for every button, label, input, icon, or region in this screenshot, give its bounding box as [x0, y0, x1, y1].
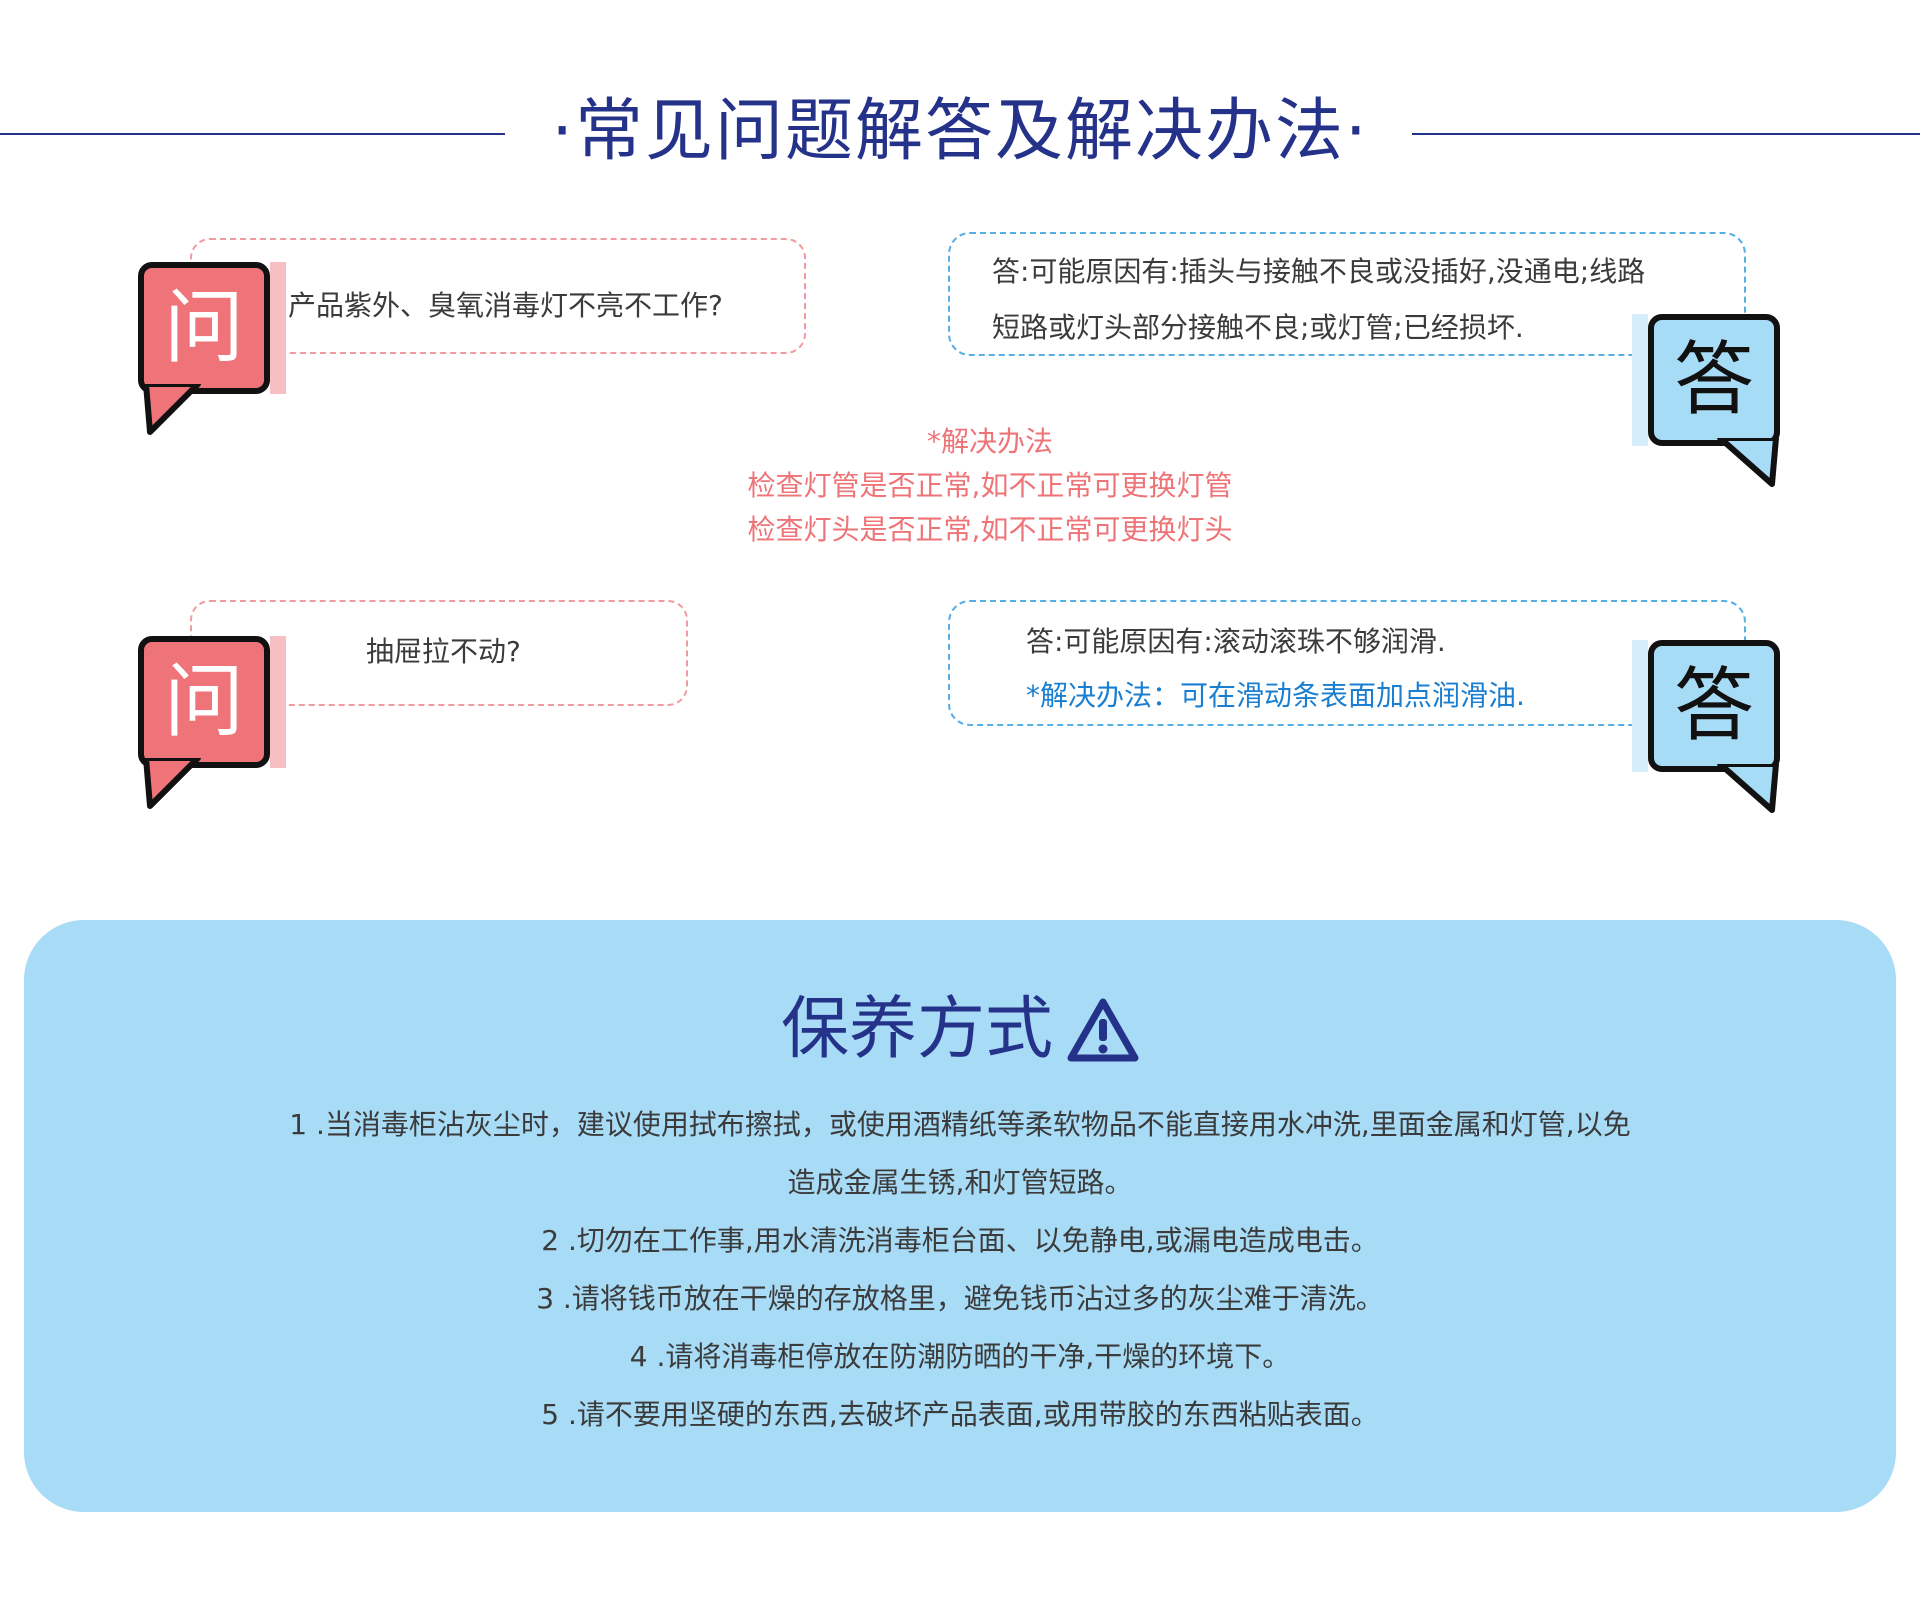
answer-box: [948, 232, 1746, 356]
maintenance-panel: 保养方式 1 .当消毒柜沾灰尘时，建议使用拭布擦拭，或使用酒精纸等柔软物品不能直…: [24, 920, 1896, 1512]
title-divider-left: [0, 133, 505, 135]
question-text: 产品紫外、臭氧消毒灯不亮不工作?: [288, 289, 723, 322]
maintenance-line: 造成金属生锈,和灯管短路。: [787, 1166, 1133, 1199]
bubble-shade: [270, 636, 286, 768]
bubble-tail: [143, 758, 201, 809]
solution-heading: *解决办法: [926, 425, 1053, 458]
bubble-tail: [143, 384, 201, 435]
solution-line-2: 检查灯头是否正常,如不正常可更换灯头: [747, 513, 1233, 546]
solution-text: *解决办法：可在滑动条表面加点润滑油.: [1026, 679, 1525, 712]
answer-line-1: 答:可能原因有:插头与接触不良或没插好,没通电;线路: [992, 255, 1646, 288]
answer-line-2: 短路或灯头部分接触不良;或灯管;已经损坏.: [992, 311, 1524, 344]
maintenance-title: 保养方式: [24, 990, 1896, 1070]
maintenance-line: 1 .当消毒柜沾灰尘时，建议使用拭布擦拭，或使用酒精纸等柔软物品不能直接用水冲洗…: [289, 1108, 1631, 1141]
warning-triangle-icon: [1067, 998, 1139, 1062]
bubble-tail: [1717, 764, 1779, 813]
answer-icon: 答: [1632, 314, 1780, 446]
maintenance-line: 5 .请不要用坚硬的东西,去破坏产品表面,或用带胶的东西粘贴表面。: [541, 1398, 1379, 1431]
maintenance-title-text: 保养方式: [780, 990, 1053, 1069]
bubble-shade: [1632, 314, 1648, 446]
maintenance-line: 2 .切勿在工作事,用水清洗消毒柜台面、以免静电,或漏电造成电击。: [541, 1224, 1379, 1257]
bubble-shade: [270, 262, 286, 394]
maintenance-list: 1 .当消毒柜沾灰尘时，建议使用拭布擦拭，或使用酒精纸等柔软物品不能直接用水冲洗…: [84, 1096, 1836, 1444]
title-divider-right: [1412, 133, 1920, 135]
question-text: 抽屉拉不动?: [366, 635, 521, 668]
page-title: ·常见问题解答及解决办法·: [551, 92, 1369, 171]
question-icon: 问: [138, 636, 286, 768]
question-icon: 问: [138, 262, 286, 394]
maintenance-line: 4 .请将消毒柜停放在防潮防晒的干净,干燥的环境下。: [629, 1340, 1291, 1373]
maintenance-line: 3 .请将钱币放在干燥的存放格里，避免钱币沾过多的灰尘难于清洗。: [536, 1282, 1384, 1315]
bubble-shade: [1632, 640, 1648, 772]
answer-icon: 答: [1632, 640, 1780, 772]
bubble-tail: [1717, 438, 1779, 487]
solution-line-1: 检查灯管是否正常,如不正常可更换灯管: [747, 469, 1233, 502]
answer-line-1: 答:可能原因有:滚动滚珠不够润滑.: [1026, 625, 1446, 658]
